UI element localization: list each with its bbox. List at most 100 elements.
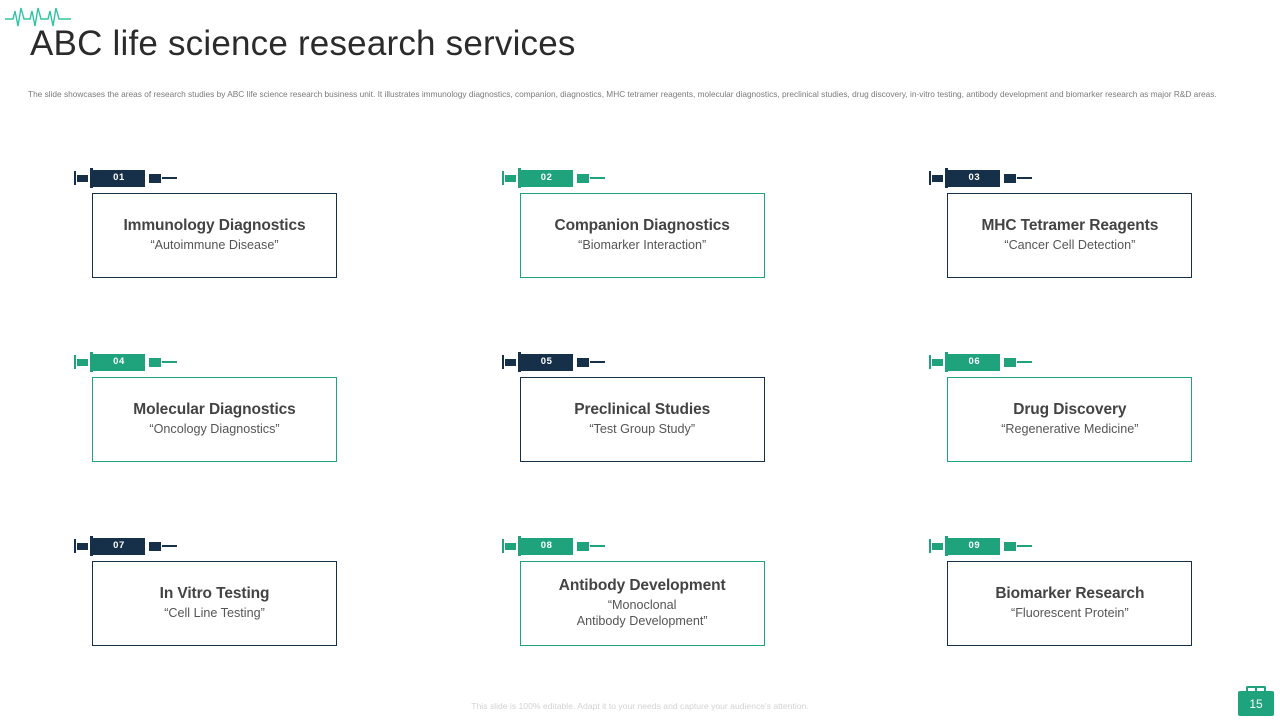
syringe-rod-icon bbox=[932, 358, 944, 366]
syringe-plunger-tip-icon bbox=[929, 171, 932, 185]
card-number: 03 bbox=[968, 172, 981, 184]
syringe-barrel-icon: 09 bbox=[948, 537, 1001, 555]
syringe-badge-03: 03 bbox=[929, 168, 1212, 188]
card-subtitle: “Autoimmune Disease” bbox=[150, 237, 279, 252]
service-card-03[interactable]: MHC Tetramer Reagents “Cancer Cell Detec… bbox=[947, 193, 1193, 278]
card-title: Drug Discovery bbox=[1013, 401, 1127, 419]
syringe-flange-icon bbox=[945, 168, 949, 188]
card-subtitle: “Cell Line Testing” bbox=[164, 605, 265, 620]
page-subtitle: The slide showcases the areas of researc… bbox=[28, 89, 1217, 99]
syringe-hub-icon bbox=[576, 357, 589, 367]
card-title: Antibody Development bbox=[558, 577, 726, 595]
syringe-rod-icon bbox=[77, 174, 88, 182]
service-card-01[interactable]: Immunology Diagnostics “Autoimmune Disea… bbox=[92, 193, 337, 278]
page-number: 15 bbox=[1249, 696, 1263, 711]
syringe-needle-icon bbox=[589, 545, 605, 547]
syringe-needle-icon bbox=[162, 361, 177, 363]
service-card-09[interactable]: Biomarker Research “Fluorescent Protein” bbox=[947, 561, 1193, 646]
card-number: 04 bbox=[113, 356, 125, 368]
syringe-badge-01: 01 bbox=[74, 168, 357, 188]
card-subtitle: “Oncology Diagnostics” bbox=[149, 421, 280, 436]
syringe-hub-icon bbox=[1004, 357, 1017, 367]
service-card-04[interactable]: Molecular Diagnostics “Oncology Diagnost… bbox=[92, 377, 337, 462]
syringe-flange-icon bbox=[517, 352, 521, 372]
grid-row: 07 In Vitro Testing “Cell Line Testing” … bbox=[72, 536, 1212, 662]
service-cell-01[interactable]: 01 Immunology Diagnostics “Autoimmune Di… bbox=[72, 168, 357, 294]
syringe-plunger-tip-icon bbox=[74, 539, 76, 553]
service-cell-08[interactable]: 08 Antibody Development “Monoclonal Anti… bbox=[500, 536, 785, 662]
card-subtitle: “Fluorescent Protein” bbox=[1011, 605, 1129, 620]
service-cell-09[interactable]: 09 Biomarker Research “Fluorescent Prote… bbox=[927, 536, 1212, 662]
syringe-barrel-icon: 07 bbox=[93, 537, 145, 555]
service-card-02[interactable]: Companion Diagnostics “Biomarker Interac… bbox=[519, 193, 765, 278]
syringe-plunger-tip-icon bbox=[74, 355, 76, 369]
card-title: Companion Diagnostics bbox=[554, 217, 730, 235]
syringe-hub-icon bbox=[149, 357, 161, 367]
service-cell-05[interactable]: 05 Preclinical Studies “Test Group Study… bbox=[500, 352, 785, 478]
card-number: 06 bbox=[968, 356, 981, 368]
card-number: 02 bbox=[540, 172, 553, 184]
card-title: In Vitro Testing bbox=[159, 585, 270, 603]
card-subtitle: “Monoclonal Antibody Development” bbox=[576, 598, 708, 628]
card-number: 09 bbox=[968, 540, 981, 552]
syringe-needle-icon bbox=[1017, 177, 1033, 179]
syringe-barrel-icon: 03 bbox=[948, 169, 1001, 187]
syringe-barrel-icon: 02 bbox=[520, 169, 573, 187]
syringe-needle-icon bbox=[162, 177, 177, 179]
syringe-rod-icon bbox=[77, 358, 88, 366]
footer-note: This slide is 100% editable. Adapt it to… bbox=[471, 701, 809, 711]
card-subtitle: “Cancer Cell Detection” bbox=[1004, 237, 1136, 252]
syringe-rod-icon bbox=[504, 174, 516, 182]
page-title: ABC life science research services bbox=[30, 24, 576, 63]
card-title: Molecular Diagnostics bbox=[133, 401, 296, 419]
card-number: 08 bbox=[540, 540, 553, 552]
service-cell-03[interactable]: 03 MHC Tetramer Reagents “Cancer Cell De… bbox=[927, 168, 1212, 294]
syringe-badge-08: 08 bbox=[501, 536, 785, 556]
card-number: 07 bbox=[113, 540, 125, 552]
service-card-06[interactable]: Drug Discovery “Regenerative Medicine” bbox=[947, 377, 1193, 462]
card-number: 05 bbox=[540, 356, 553, 368]
syringe-flange-icon bbox=[517, 536, 521, 556]
syringe-hub-icon bbox=[149, 541, 161, 551]
syringe-needle-icon bbox=[589, 177, 605, 179]
syringe-plunger-tip-icon bbox=[929, 355, 932, 369]
syringe-hub-icon bbox=[1004, 173, 1017, 183]
syringe-rod-icon bbox=[932, 174, 944, 182]
syringe-plunger-tip-icon bbox=[501, 539, 504, 553]
syringe-plunger-tip-icon bbox=[74, 171, 76, 185]
syringe-barrel-icon: 01 bbox=[93, 169, 145, 187]
syringe-badge-02: 02 bbox=[501, 168, 785, 188]
syringe-barrel-icon: 04 bbox=[93, 353, 145, 371]
syringe-rod-icon bbox=[77, 542, 88, 550]
syringe-flange-icon bbox=[90, 168, 93, 188]
syringe-plunger-tip-icon bbox=[929, 539, 932, 553]
syringe-flange-icon bbox=[945, 352, 949, 372]
syringe-flange-icon bbox=[90, 352, 93, 372]
service-card-08[interactable]: Antibody Development “Monoclonal Antibod… bbox=[519, 561, 765, 646]
syringe-flange-icon bbox=[945, 536, 949, 556]
card-subtitle: “Test Group Study” bbox=[589, 421, 696, 436]
card-subtitle: “Biomarker Interaction” bbox=[578, 237, 707, 252]
service-cell-06[interactable]: 06 Drug Discovery “Regenerative Medicine… bbox=[927, 352, 1212, 478]
card-title: Biomarker Research bbox=[995, 585, 1145, 603]
service-cell-04[interactable]: 04 Molecular Diagnostics “Oncology Diagn… bbox=[72, 352, 357, 478]
card-title: MHC Tetramer Reagents bbox=[981, 217, 1159, 235]
service-cell-07[interactable]: 07 In Vitro Testing “Cell Line Testing” bbox=[72, 536, 357, 662]
syringe-rod-icon bbox=[504, 542, 516, 550]
syringe-hub-icon bbox=[576, 541, 589, 551]
service-card-05[interactable]: Preclinical Studies “Test Group Study” bbox=[519, 377, 765, 462]
card-number: 01 bbox=[113, 172, 125, 184]
medical-bag-handle-right-icon bbox=[1255, 686, 1266, 694]
grid-row: 04 Molecular Diagnostics “Oncology Diagn… bbox=[72, 352, 1212, 478]
syringe-hub-icon bbox=[576, 173, 589, 183]
syringe-flange-icon bbox=[90, 536, 93, 556]
service-card-07[interactable]: In Vitro Testing “Cell Line Testing” bbox=[92, 561, 337, 646]
grid-row: 01 Immunology Diagnostics “Autoimmune Di… bbox=[72, 168, 1212, 294]
page-number-badge: 15 bbox=[1238, 686, 1274, 716]
syringe-needle-icon bbox=[589, 361, 605, 363]
service-cell-02[interactable]: 02 Companion Diagnostics “Biomarker Inte… bbox=[500, 168, 785, 294]
syringe-hub-icon bbox=[149, 173, 161, 183]
syringe-needle-icon bbox=[1017, 545, 1033, 547]
services-grid: 01 Immunology Diagnostics “Autoimmune Di… bbox=[72, 168, 1212, 662]
syringe-flange-icon bbox=[517, 168, 521, 188]
